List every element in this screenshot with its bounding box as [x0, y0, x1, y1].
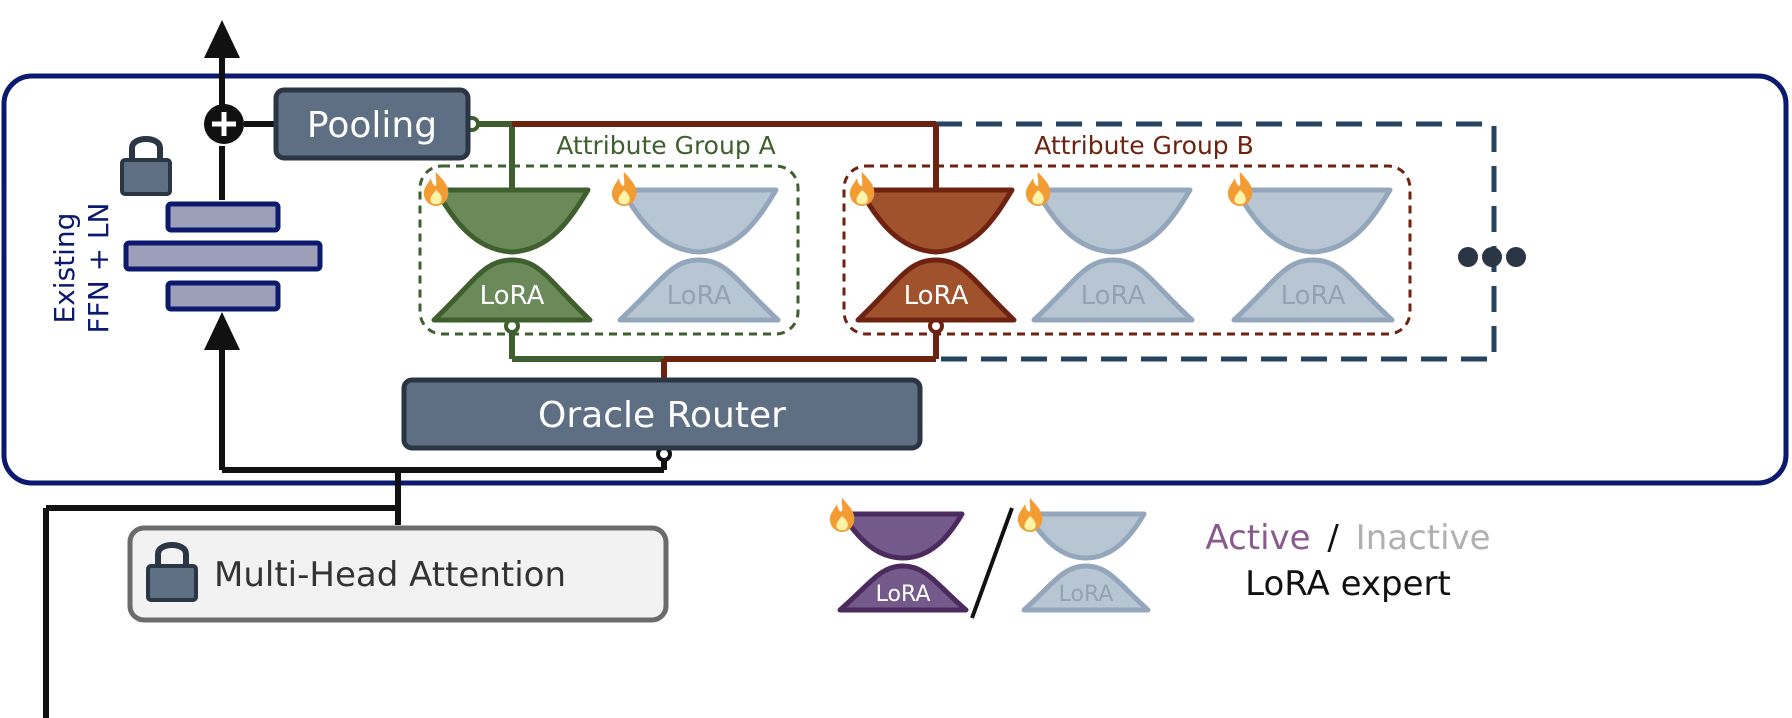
legend-inactive-word: Inactive [1356, 518, 1491, 558]
output-arrow-head [204, 20, 240, 58]
legend-active-word: Active [1205, 518, 1310, 558]
residual-path [43, 52, 667, 718]
lora-label: LoRA [667, 281, 732, 311]
transformer-block-frame [1, 73, 1789, 486]
legend-inactive-expert: LoRA [1017, 498, 1151, 613]
oracle-router-box: Oracle Router [401, 377, 923, 451]
lora-label: LoRA [1081, 281, 1146, 311]
lora-label: LoRA [876, 582, 931, 607]
lora-expert-b2-inactive: LoRA [1025, 172, 1195, 323]
flame-icon [829, 498, 855, 532]
lora-label: LoRA [480, 281, 545, 311]
legend: LoRA LoRA Active / Inactive LoRA expert [829, 498, 1491, 619]
mha-label: Multi-Head Attention [214, 555, 566, 595]
lora-label: LoRA [904, 281, 969, 311]
group-a-wires [476, 121, 664, 362]
lora-expert-a2-inactive: LoRA [611, 172, 781, 323]
legend-divider [970, 507, 1014, 619]
add-icon [204, 104, 244, 144]
lora-label: LoRA [1281, 281, 1346, 311]
flame-icon [849, 172, 875, 206]
ffn-ln-caption-line1: Existing [48, 213, 81, 324]
group-b-wires [512, 121, 939, 380]
flame-icon [1025, 172, 1051, 206]
pooling-label: Pooling [307, 105, 437, 146]
legend-active-expert: LoRA [829, 498, 969, 613]
lora-label: LoRA [1059, 582, 1114, 607]
flame-icon [423, 172, 449, 206]
lora-expert-b1-active: LoRA [849, 172, 1017, 323]
flame-icon [611, 172, 637, 206]
multi-head-attention-box: Multi-Head Attention [127, 525, 669, 623]
ffn-input-arrow-head [204, 312, 240, 350]
legend-active-inactive: Active / Inactive [1205, 518, 1490, 558]
legend-slash: / [1327, 518, 1339, 558]
flame-icon [1227, 172, 1253, 206]
lock-icon [122, 139, 170, 194]
pooling-box: Pooling [273, 87, 471, 161]
flame-icon [1017, 498, 1043, 532]
lora-expert-a1-active: LoRA [423, 172, 593, 323]
attribute-group-b-box [842, 164, 1412, 336]
ffn-ln-caption: Existing FFN + LN [48, 203, 115, 334]
oracle-router-label: Oracle Router [538, 395, 786, 436]
attribute-group-b-label: Attribute Group B [1034, 131, 1254, 160]
ffn-ln-caption-line2: FFN + LN [82, 203, 115, 334]
attribute-group-a-box [418, 164, 800, 336]
lora-expert-b3-inactive: LoRA [1227, 172, 1395, 323]
ffn-ln-block [123, 201, 323, 312]
more-experts-ellipsis-icon [1458, 247, 1526, 267]
legend-expert-caption: LoRA expert [1245, 564, 1451, 604]
attribute-group-a-label: Attribute Group A [556, 131, 776, 160]
